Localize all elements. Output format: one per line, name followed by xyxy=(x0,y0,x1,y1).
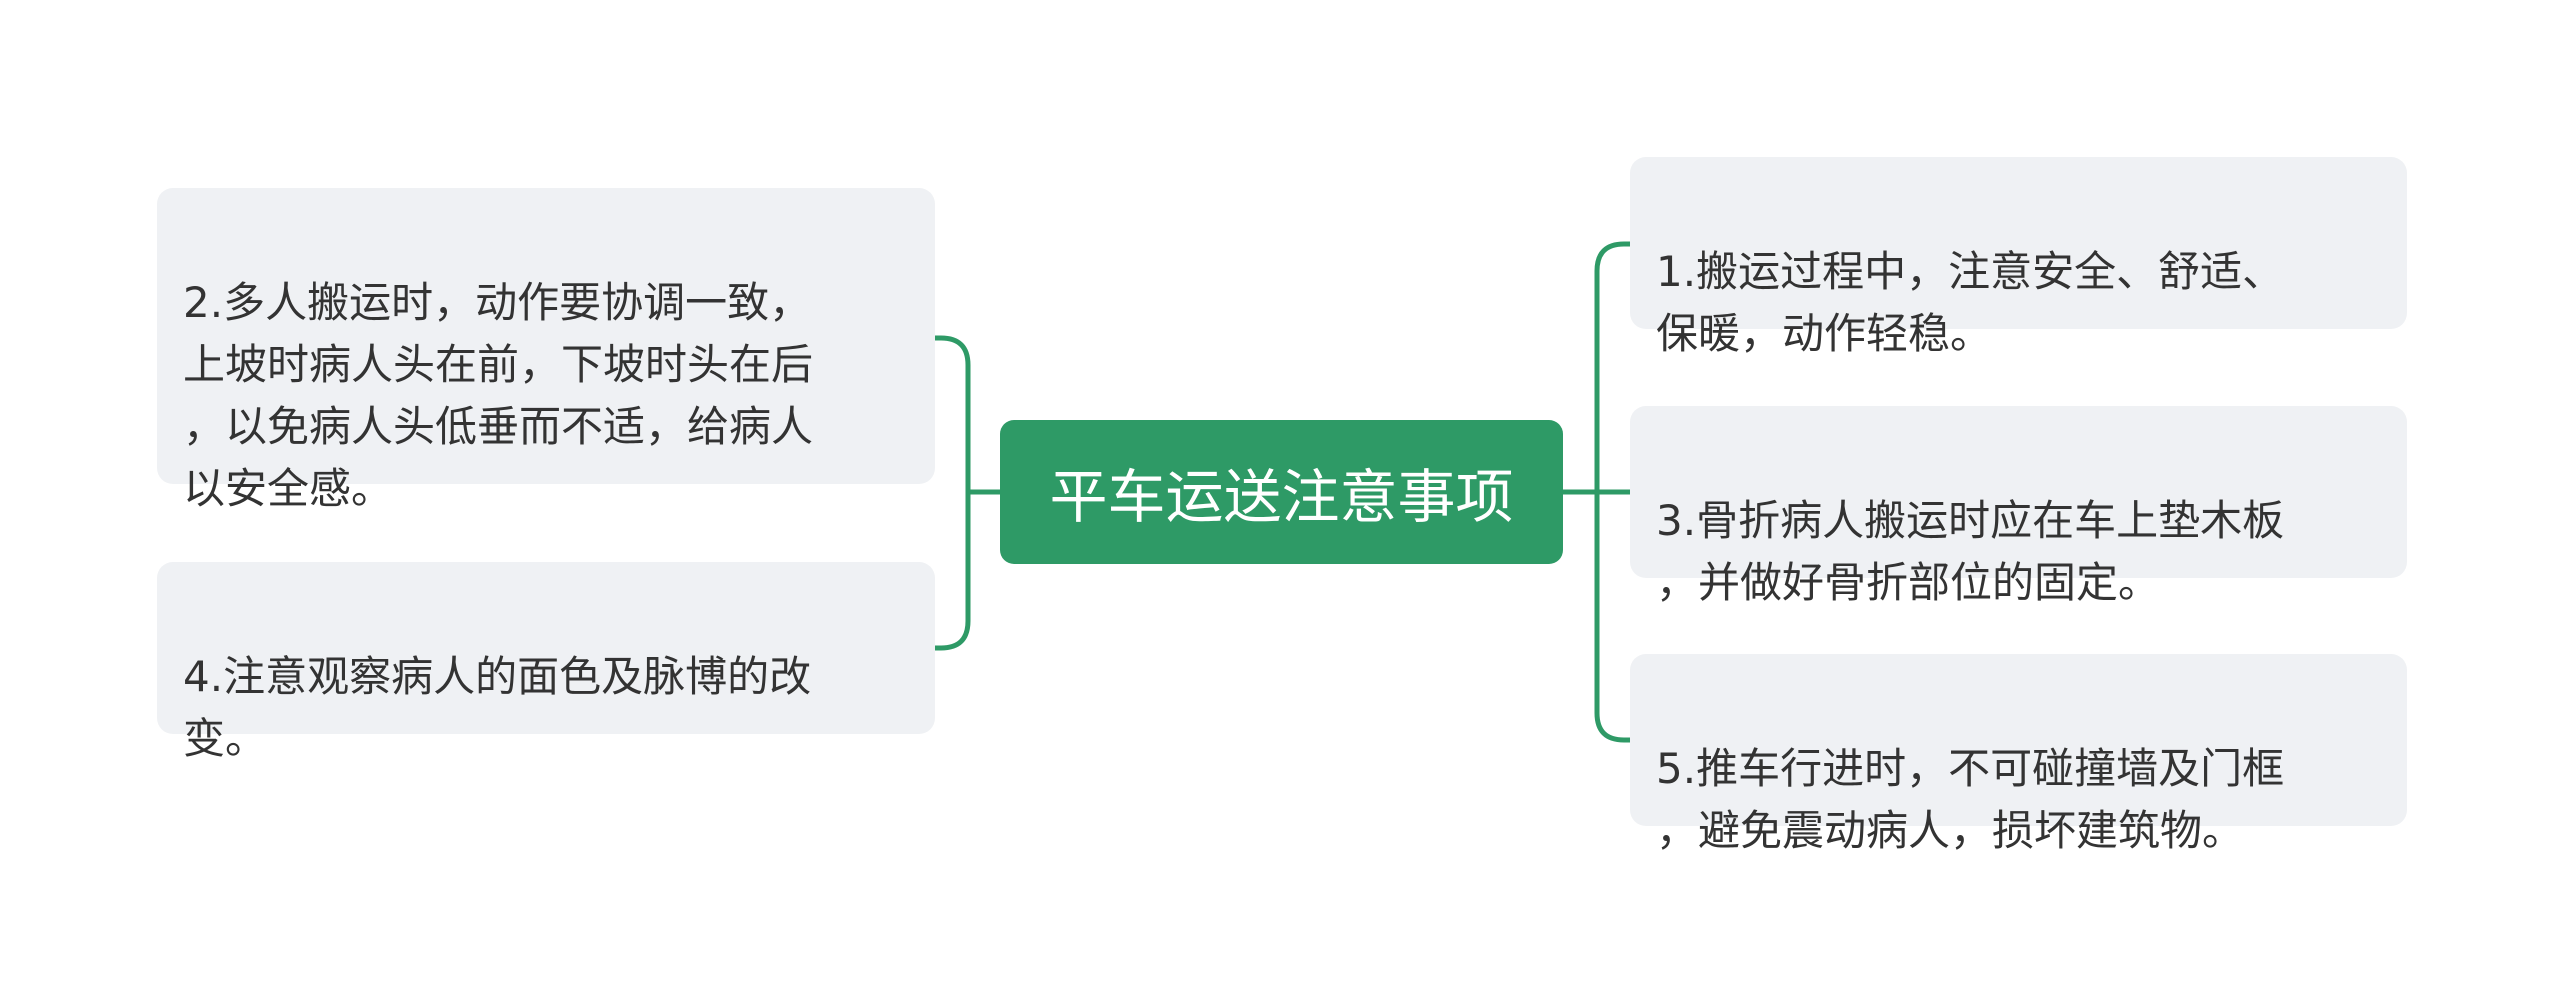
connector-left-1 xyxy=(932,335,971,495)
central-topic-label: 平车运送注意事项 xyxy=(1049,463,1514,531)
branch-node-1[interactable]: 1.搬运过程中，注意安全、舒适、 保暖，动作轻稳。 xyxy=(1630,157,2407,358)
branch-node-2[interactable]: 2.多人搬运时，动作要协调一致， 上坡时病人头在前，下坡时头在后 ，以免病人头低… xyxy=(157,188,935,513)
connector-right-5 xyxy=(1594,489,1633,743)
branch-node-2-text: 2.多人搬运时，动作要协调一致， 上坡时病人头在前，下坡时头在后 ，以免病人头低… xyxy=(183,278,814,513)
branch-node-4-text: 4.注意观察病人的面色及脉博的改 变。 xyxy=(183,652,812,763)
connector-right-1 xyxy=(1594,241,1633,495)
central-topic[interactable]: 平车运送注意事项 xyxy=(1000,420,1563,564)
branch-node-3[interactable]: 3.骨折病人搬运时应在车上垫木板 ，并做好骨折部位的固定。 xyxy=(1630,406,2407,607)
branch-node-5[interactable]: 5.推车行进时，不可碰撞墙及门框 ，避免震动病人，损坏建筑物。 xyxy=(1630,654,2407,855)
branch-node-5-text: 5.推车行进时，不可碰撞墙及门框 ，避免震动病人，损坏建筑物。 xyxy=(1656,744,2285,855)
connector-left-2 xyxy=(932,489,971,651)
branch-node-1-text: 1.搬运过程中，注意安全、舒适、 保暖，动作轻稳。 xyxy=(1656,247,2285,358)
branch-node-4[interactable]: 4.注意观察病人的面色及脉博的改 变。 xyxy=(157,562,935,763)
branch-node-3-text: 3.骨折病人搬运时应在车上垫木板 ，并做好骨折部位的固定。 xyxy=(1656,496,2285,607)
